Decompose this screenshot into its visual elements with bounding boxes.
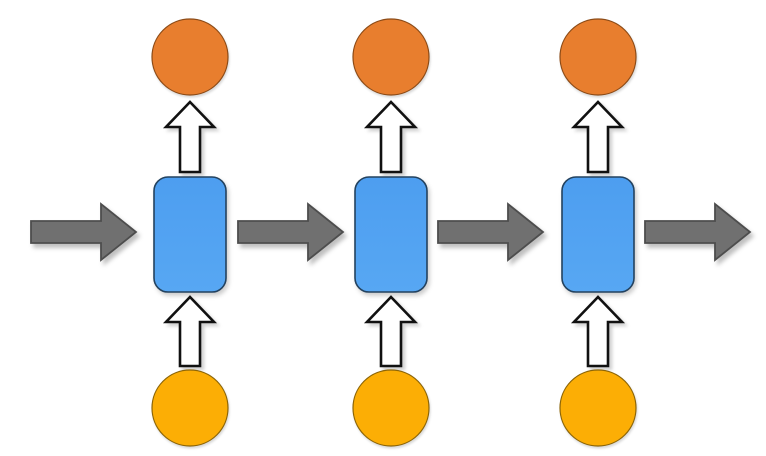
flow-arrow-t1-to-t2-icon [237, 202, 345, 262]
flow-arrow-outgoing-icon [644, 202, 752, 262]
output-node-3 [559, 18, 637, 96]
hidden-cell-2 [354, 176, 428, 293]
input-node-3 [559, 369, 637, 447]
output-node-2 [352, 18, 430, 96]
up-arrow-hidden-to-output-2-icon [363, 100, 419, 174]
timestep-1 [151, 18, 229, 447]
flow-arrow-t2-to-t3-icon [437, 202, 545, 262]
hidden-cell-1 [153, 176, 227, 293]
up-arrow-input-to-hidden-1-icon [162, 295, 218, 368]
input-node-2 [352, 369, 430, 447]
up-arrow-hidden-to-output-3-icon [570, 100, 626, 174]
hidden-cell-3 [561, 176, 635, 293]
input-node-1 [151, 369, 229, 447]
flow-arrow-incoming-icon [30, 202, 138, 262]
timestep-3 [559, 18, 637, 447]
up-arrow-input-to-hidden-2-icon [363, 295, 419, 368]
up-arrow-hidden-to-output-1-icon [162, 100, 218, 174]
output-node-1 [151, 18, 229, 96]
up-arrow-input-to-hidden-3-icon [570, 295, 626, 368]
timestep-2 [352, 18, 430, 447]
